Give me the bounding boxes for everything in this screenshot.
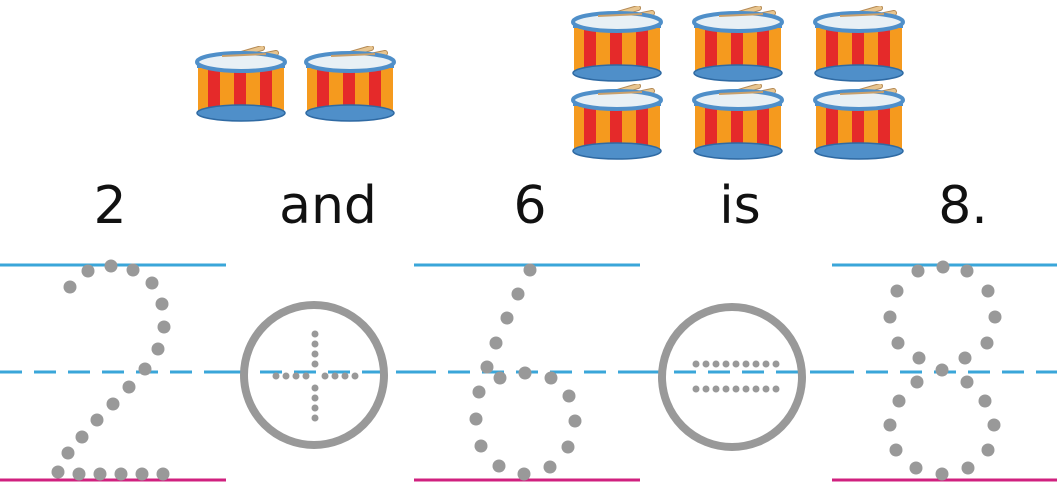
- drum-icon: [568, 5, 666, 82]
- drum-icon: [810, 83, 908, 160]
- drum-icon: [301, 45, 399, 122]
- verb-text: is: [719, 176, 761, 236]
- total-text: 8.: [938, 176, 988, 236]
- drum-icon: [689, 83, 787, 160]
- first-number-text: 2: [93, 176, 127, 236]
- second-number-text: 6: [513, 176, 547, 236]
- conjunction-text: and: [279, 176, 377, 236]
- equals-circle-icon: [658, 303, 806, 451]
- drum-icon: [568, 83, 666, 160]
- trace-digit-6: [469, 263, 582, 481]
- drum-icon: [192, 45, 290, 122]
- trace-digit-2: [51, 259, 171, 481]
- trace-digit-8: [883, 260, 1002, 481]
- drum-icon: [689, 5, 787, 82]
- plus-circle-icon: [240, 301, 388, 449]
- drum-icon: [810, 5, 908, 82]
